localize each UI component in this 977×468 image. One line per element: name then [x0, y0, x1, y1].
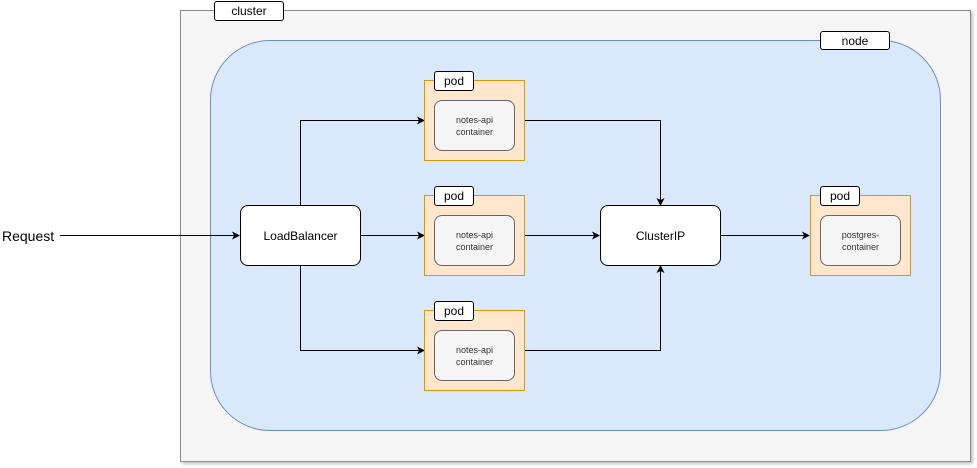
- edge-lb-to-pod3: [300, 265, 425, 355]
- postgres-container[interactable]: postgres-container: [820, 215, 901, 266]
- notes-api-container[interactable]: notes-api container: [434, 215, 515, 266]
- notes-api-container[interactable]: notes-api container: [434, 100, 515, 151]
- pod-label: pod: [434, 71, 474, 91]
- request-label: Request: [2, 228, 55, 244]
- edge-pod1-to-clusterip: [524, 120, 665, 206]
- pod-label: pod: [434, 186, 474, 206]
- notes-api-container[interactable]: notes-api container: [434, 330, 515, 381]
- pod-label: pod: [434, 301, 474, 321]
- clusterip-node[interactable]: ClusterIP: [600, 205, 721, 266]
- node-label: node: [820, 31, 890, 50]
- loadbalancer-node[interactable]: LoadBalancer: [240, 205, 361, 266]
- edge-lb-to-pod1: [300, 116, 425, 205]
- pod-label: pod: [820, 186, 860, 206]
- cluster-label: cluster: [214, 1, 284, 21]
- edge-pod3-to-clusterip: [524, 265, 665, 351]
